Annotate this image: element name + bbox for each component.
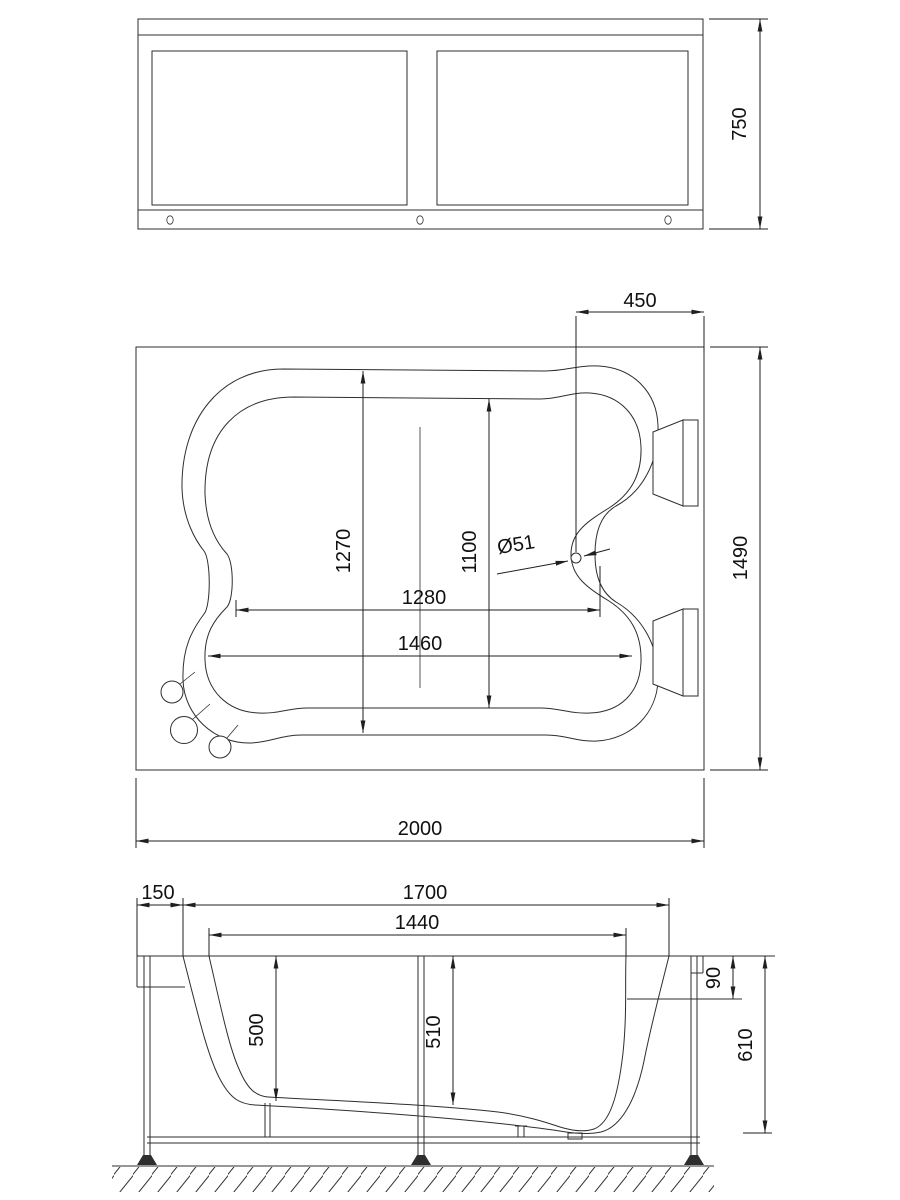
dim-label-1490: 1490 xyxy=(730,536,752,581)
dim-label-150: 150 xyxy=(141,882,174,904)
front-fixing-hole-right xyxy=(664,215,672,225)
control-knob-2 xyxy=(170,716,198,744)
dim-2000: 2000 xyxy=(135,778,705,848)
tub-shell-outer xyxy=(182,955,670,1134)
floor-supports xyxy=(264,1103,527,1137)
control-knobs xyxy=(160,671,239,759)
dim-label-500: 500 xyxy=(246,1013,268,1046)
dim-510: 510 xyxy=(423,956,456,1105)
tub-shell-inner xyxy=(208,955,627,1132)
front-left-panel xyxy=(151,50,408,206)
dim-750: 750 xyxy=(709,18,768,230)
dim-label-1280: 1280 xyxy=(402,587,447,609)
dim-label-1270: 1270 xyxy=(333,529,355,574)
tub-inner-rim xyxy=(204,392,642,714)
dim-1700: 1700 xyxy=(183,882,670,956)
dim-label-750: 750 xyxy=(729,107,751,140)
dim-450: 450 xyxy=(575,290,705,552)
dim-150: 150 xyxy=(136,882,184,956)
front-fixing-hole-left xyxy=(166,215,174,225)
front-fixing-hole-middle xyxy=(416,215,424,225)
drain-hole xyxy=(570,552,582,564)
dim-label-510: 510 xyxy=(423,1015,445,1048)
plan-view: 450 1490 1270 1100 1280 146 xyxy=(135,290,768,848)
headrest-bottom xyxy=(652,608,699,697)
dim-1280: 1280 xyxy=(235,566,601,617)
dim-1440: 1440 xyxy=(208,912,627,956)
dim-label-450: 450 xyxy=(623,290,656,312)
dim-500: 500 xyxy=(246,956,279,1101)
dim-1100: 1100 xyxy=(459,399,492,708)
drain-leader: Ø51 xyxy=(496,531,611,575)
ground-hatch xyxy=(112,1167,714,1192)
dim-label-1700: 1700 xyxy=(403,882,448,904)
frame-feet xyxy=(137,1155,704,1165)
dim-label-drain-diameter: Ø51 xyxy=(496,531,537,559)
dim-label-2000: 2000 xyxy=(398,818,443,840)
front-elevation-view: 750 xyxy=(137,18,768,230)
control-knob-3 xyxy=(208,735,232,759)
control-knob-1 xyxy=(160,680,184,704)
dim-label-1100: 1100 xyxy=(459,530,481,573)
frame-legs xyxy=(143,956,698,1156)
dim-1490: 1490 xyxy=(710,346,768,771)
dim-label-610: 610 xyxy=(735,1028,757,1061)
side-section-view: 150 1700 1440 500 510 90 xyxy=(112,882,775,1192)
dim-label-1440: 1440 xyxy=(395,912,440,934)
dim-90: 90 xyxy=(703,956,736,999)
dim-1270: 1270 xyxy=(333,371,366,733)
dim-label-1460: 1460 xyxy=(398,633,443,655)
front-right-panel xyxy=(436,50,689,206)
ground xyxy=(112,1165,714,1192)
plan-deck-outline xyxy=(135,346,705,771)
front-panel-outline xyxy=(137,18,704,230)
dim-label-90: 90 xyxy=(703,967,725,989)
dim-610: 610 xyxy=(735,956,772,1134)
dim-1460: 1460 xyxy=(208,633,632,659)
drain-fitting xyxy=(567,1132,583,1140)
headrest-top xyxy=(652,419,699,507)
